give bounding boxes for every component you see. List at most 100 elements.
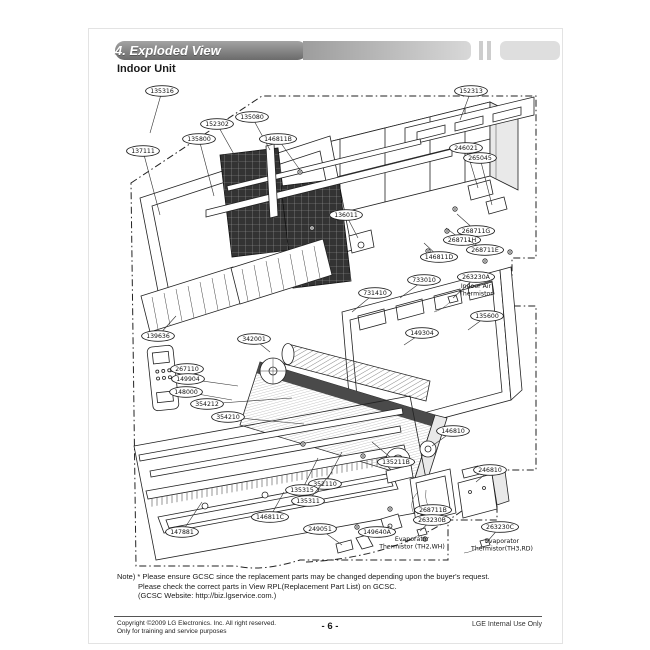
part-callout-733010: 733010 [399,274,441,299]
part-callout-139636: 139636 [141,315,177,342]
svg-text:265045: 265045 [468,155,492,162]
banner-accent-bar [479,41,483,60]
note-line: Note) * Please ensure GCSC since the rep… [117,572,490,581]
part-callout-268711E: 268711E [466,239,505,256]
note-block: Note) * Please ensure GCSC since the rep… [117,572,547,601]
svg-text:246810: 246810 [478,467,502,474]
display-box [348,229,375,254]
svg-text:135311: 135311 [296,498,320,505]
part-callout-146811B: 146811B [259,133,301,171]
part-callout-152302: 152302 [200,118,241,166]
svg-text:263230B: 263230B [418,517,446,524]
part-callouts: 135316 152302 135080 135800 146811B 137111 152… [126,85,520,546]
part-callout-135316: 135316 [145,85,179,134]
svg-text:268711E: 268711E [471,247,499,254]
svg-text:152313: 152313 [459,88,483,95]
svg-text:263230A: 263230A [462,274,491,281]
copyright-line1: Copyright ©2009 LG Electronics. Inc. All… [117,620,277,627]
support-rails [205,138,453,219]
louver-grilles [140,238,333,333]
diagram-subtitle: Indoor Unit [117,63,176,75]
section-banner: 4. Exploded View [115,41,307,60]
svg-text:135316: 135316 [150,88,174,95]
part-callout-149304: 149304 [403,327,439,346]
svg-text:354212: 354212 [195,401,219,408]
svg-text:268711G: 268711G [462,228,491,235]
part-callout-135600: 135600 [467,310,504,331]
svg-text:139636: 139636 [146,333,170,340]
svg-text:135800: 135800 [187,136,211,143]
banner-accent-bar [487,41,491,60]
svg-text:146811B: 146811B [264,136,292,143]
footer-label: LGE Internal Use Only [471,621,542,628]
footer-copyright: Copyright ©2009 LG Electronics. Inc. All… [117,620,276,636]
part-callout-246810: 246810 [473,464,507,483]
svg-text:135211B: 135211B [382,459,410,466]
svg-text:135600: 135600 [475,313,499,320]
svg-text:246021: 246021 [454,145,478,152]
rear-top-panel [404,96,535,147]
svg-text:149304: 149304 [410,330,434,337]
part-callout-135211B: 135211B [371,441,416,468]
svg-text:267110: 267110 [175,366,199,373]
svg-text:352110: 352110 [313,481,337,488]
part-callout-268711H: 268711H [443,227,482,246]
svg-text:249051: 249051 [308,526,332,533]
svg-text:146810: 146810 [441,428,465,435]
footer-divider [114,616,542,617]
part-callout-149904: 149904 [171,373,239,387]
svg-text:147881: 147881 [170,529,194,536]
part-callout-342001: 342001 [237,333,271,353]
part-callout-263230B: 263230B [413,514,452,532]
svg-text:342001: 342001 [242,336,266,343]
part-callout-249051: 249051 [303,523,343,546]
part-callout-135311: 135311 [291,471,333,507]
cross-flow-fan [281,343,431,402]
copyright-line2: Only for training and service purposes [117,628,227,635]
part-callout-263230A: 263230A [452,271,496,299]
part-callout-268711B: 268711B [414,504,453,516]
svg-text:268711B: 268711B [419,507,447,514]
svg-text:149904: 149904 [176,376,200,383]
part-callout-265045: 265045 [463,152,497,206]
banner-gradient-bar [303,41,471,60]
part-callout-136011: 136011 [329,209,363,239]
part-callout-246021: 246021 [449,142,483,189]
note-line: Please check the correct parts in View R… [138,581,397,591]
part-callout-135080: 135080 [235,111,271,151]
top-right-brackets [467,179,508,215]
part-callout-267110: 267110 [169,363,204,375]
svg-text:263230C: 263230C [486,524,514,531]
banner-end-bar [500,41,560,60]
svg-text:135315: 135315 [290,487,314,494]
svg-text:354210: 354210 [216,414,240,421]
svg-text:146811D: 146811D [425,254,454,261]
svg-text:731410: 731410 [363,290,387,297]
svg-text:146811C: 146811C [256,514,284,521]
svg-text:148000: 148000 [174,389,198,396]
svg-text:135080: 135080 [240,114,264,121]
part-callout-146811D: 146811D [420,242,459,263]
part-callout-146811C: 146811C [250,491,289,523]
svg-text:733010: 733010 [412,277,436,284]
thermistors [400,294,491,554]
part-callout-147881: 147881 [165,501,203,538]
part-callout-149640A: 149640A [358,525,397,538]
part-callout-731410: 731410 [351,287,392,313]
part-callout-263230C: 263230C [481,521,520,544]
part-callout-137111: 137111 [126,145,161,216]
part-callout-268711G: 268711G [456,213,496,237]
part-callout-354210: 354210 [211,411,305,425]
svg-text:149640A: 149640A [363,529,392,536]
svg-text:268711H: 268711H [448,237,477,244]
note-line: (GCSC Website: http://biz.lgservice.com.… [138,591,277,600]
part-callout-135315: 135315 [285,457,319,496]
part-callout-152313: 152313 [454,85,488,121]
part-callout-148000: 148000 [169,386,233,401]
svg-text:152302: 152302 [205,121,229,128]
page-border [88,28,563,644]
part-callout-354212: 354212 [190,397,293,410]
part-callout-135800: 135800 [182,133,216,197]
